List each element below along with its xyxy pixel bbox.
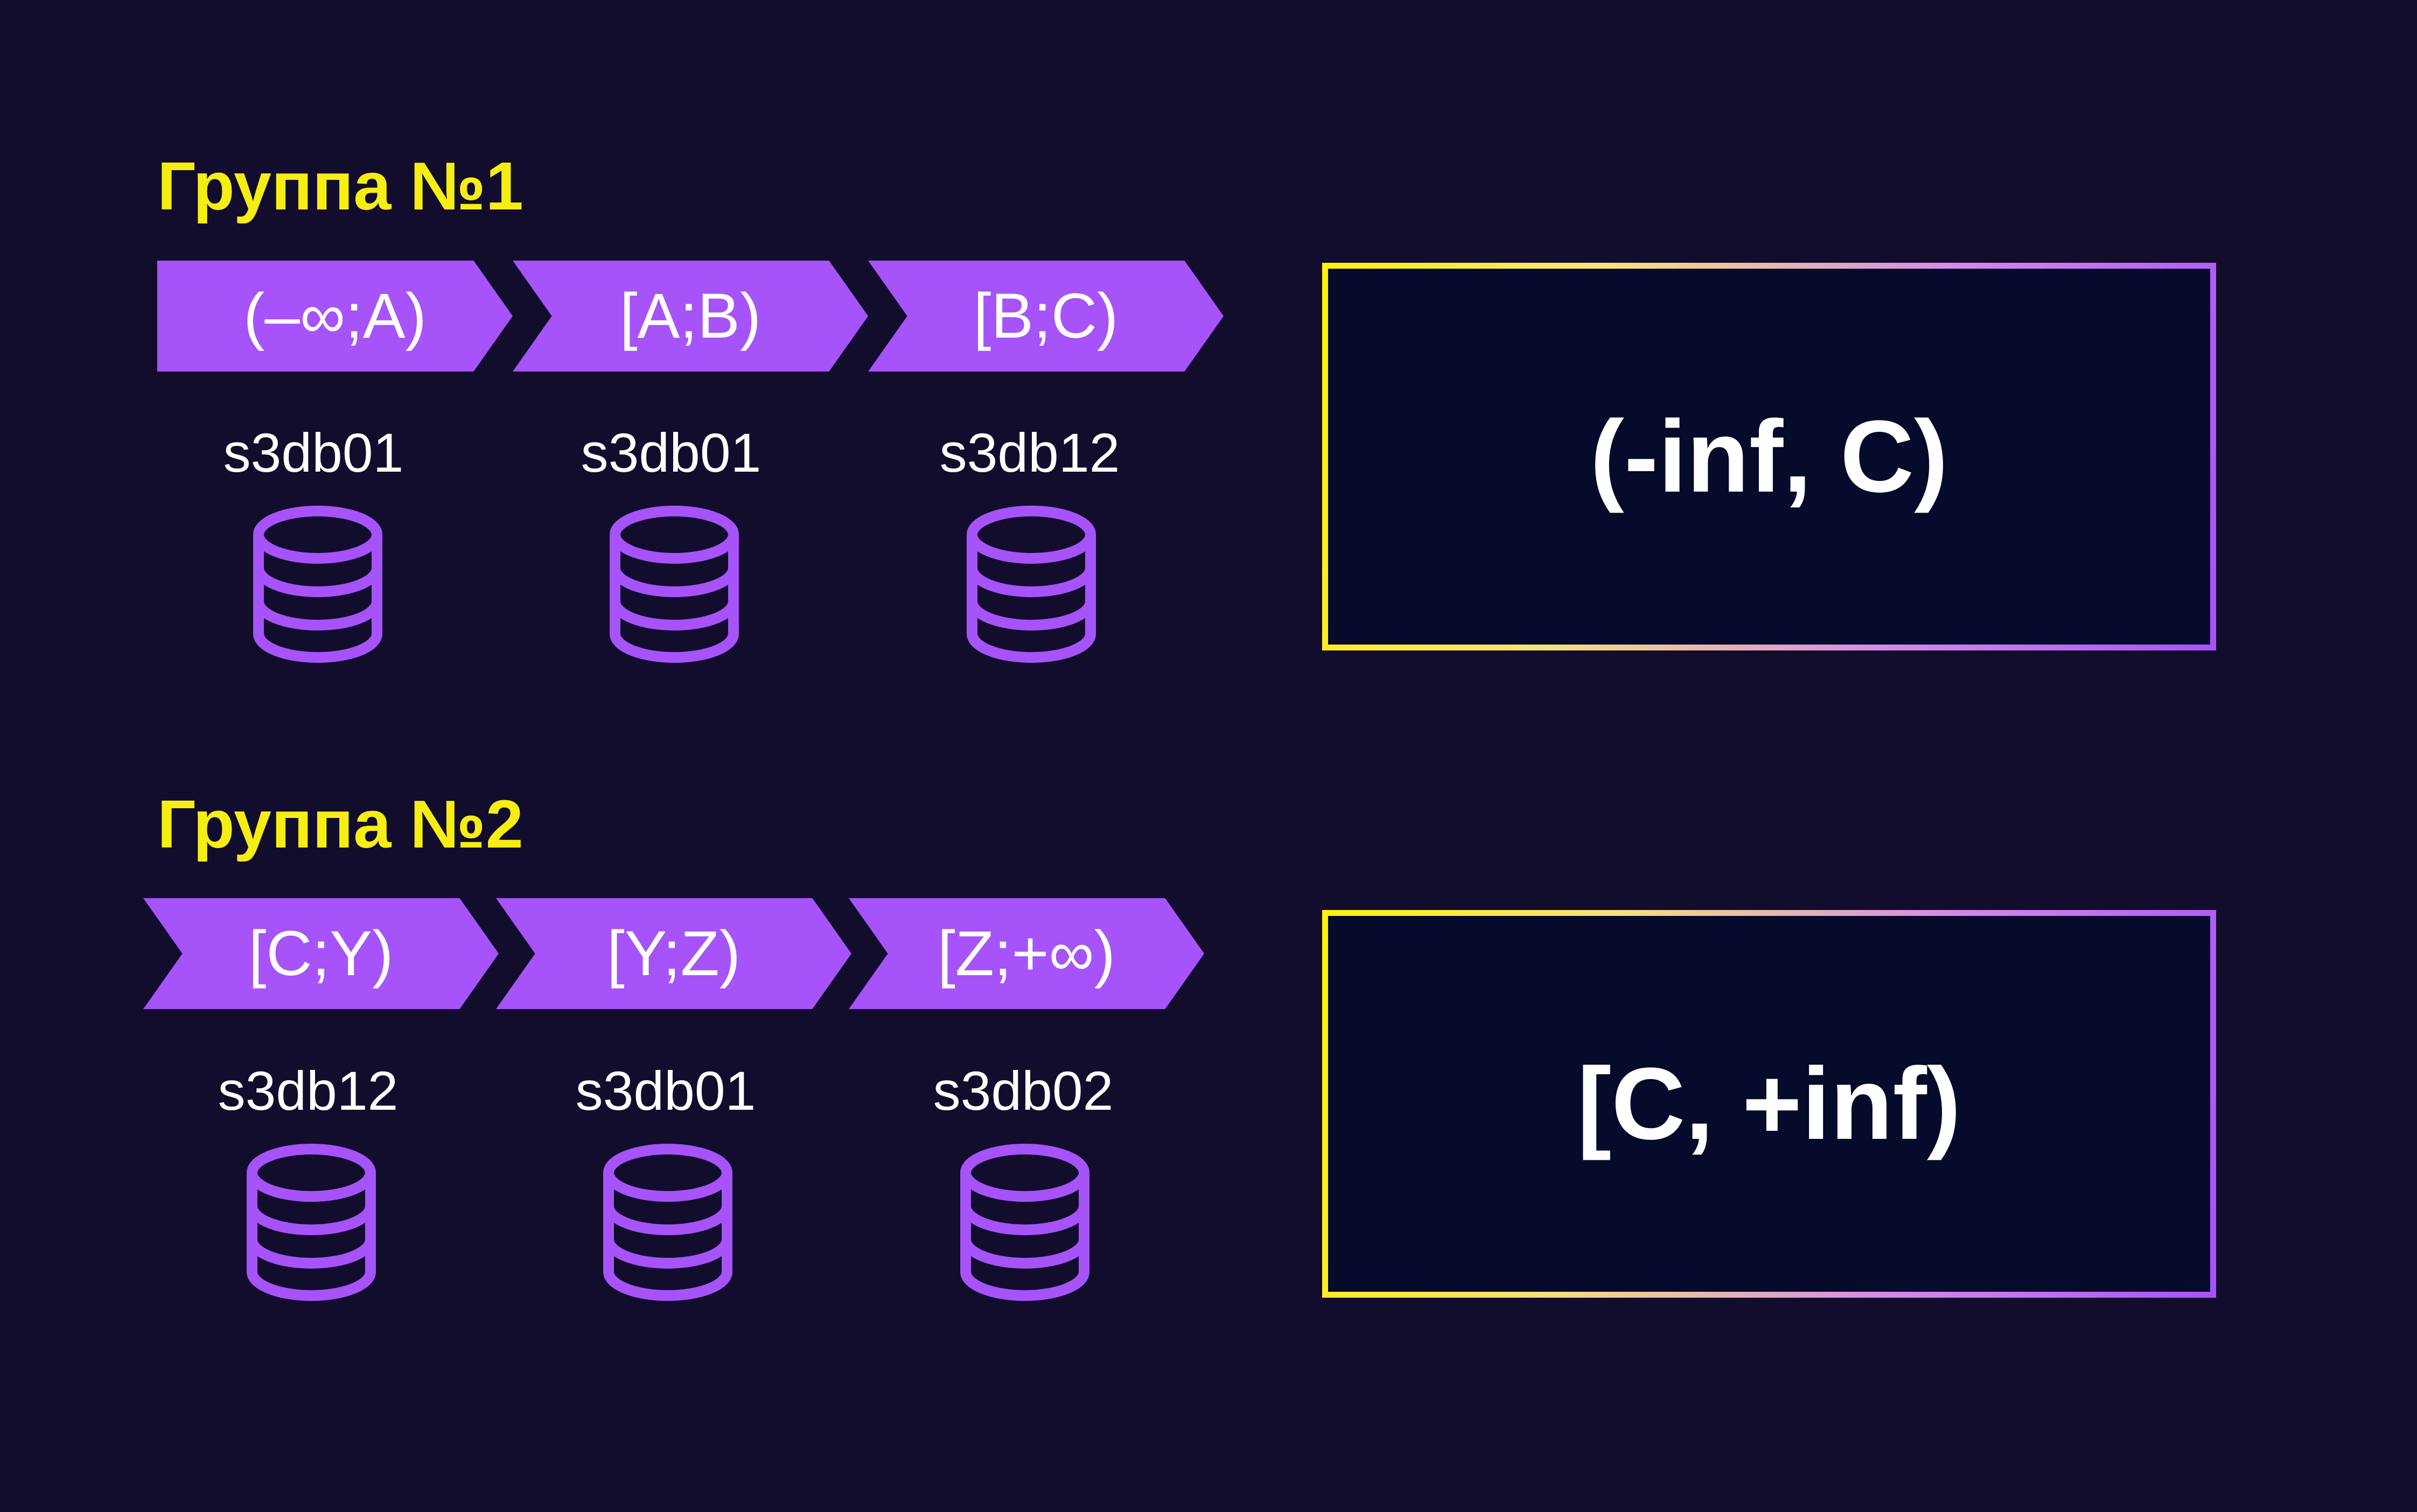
range-segment: [B;C) bbox=[868, 261, 1224, 372]
summary-range: [C, +inf) bbox=[1577, 1047, 1961, 1161]
group-2-summary-box: [C, +inf) bbox=[1322, 910, 2216, 1298]
range-label: [Y;Z) bbox=[607, 918, 741, 989]
group-2-title: Группа №2 bbox=[157, 786, 523, 862]
range-label: [A;B) bbox=[619, 281, 762, 352]
database-icon bbox=[253, 506, 382, 663]
range-label: [C;Y) bbox=[248, 918, 394, 989]
db-name: s3db01 bbox=[575, 1060, 756, 1122]
range-segment: (–∞;A) bbox=[157, 261, 513, 372]
database-icon bbox=[967, 506, 1096, 663]
database-icon bbox=[247, 1144, 376, 1301]
summary-range: (-inf, C) bbox=[1590, 400, 1948, 514]
database-icon bbox=[603, 1144, 732, 1301]
db-name: s3db02 bbox=[933, 1060, 1114, 1122]
db-name: s3db12 bbox=[218, 1060, 399, 1122]
range-segment: [Y;Z) bbox=[496, 898, 851, 1009]
range-label: [Z;+∞) bbox=[938, 918, 1115, 989]
range-segment: [A;B) bbox=[513, 261, 868, 372]
group-1-summary-box: (-inf, C) bbox=[1322, 263, 2216, 650]
range-segment: [C;Y) bbox=[143, 898, 499, 1009]
db-name: s3db01 bbox=[581, 422, 762, 484]
range-label: (–∞;A) bbox=[243, 281, 427, 352]
database-icon bbox=[960, 1144, 1089, 1301]
db-name: s3db12 bbox=[939, 422, 1120, 484]
database-icon bbox=[610, 506, 739, 663]
range-label: [B;C) bbox=[973, 281, 1119, 352]
range-segment: [Z;+∞) bbox=[849, 898, 1204, 1009]
db-name: s3db01 bbox=[223, 422, 404, 484]
group-1-title: Группа №1 bbox=[157, 148, 523, 224]
